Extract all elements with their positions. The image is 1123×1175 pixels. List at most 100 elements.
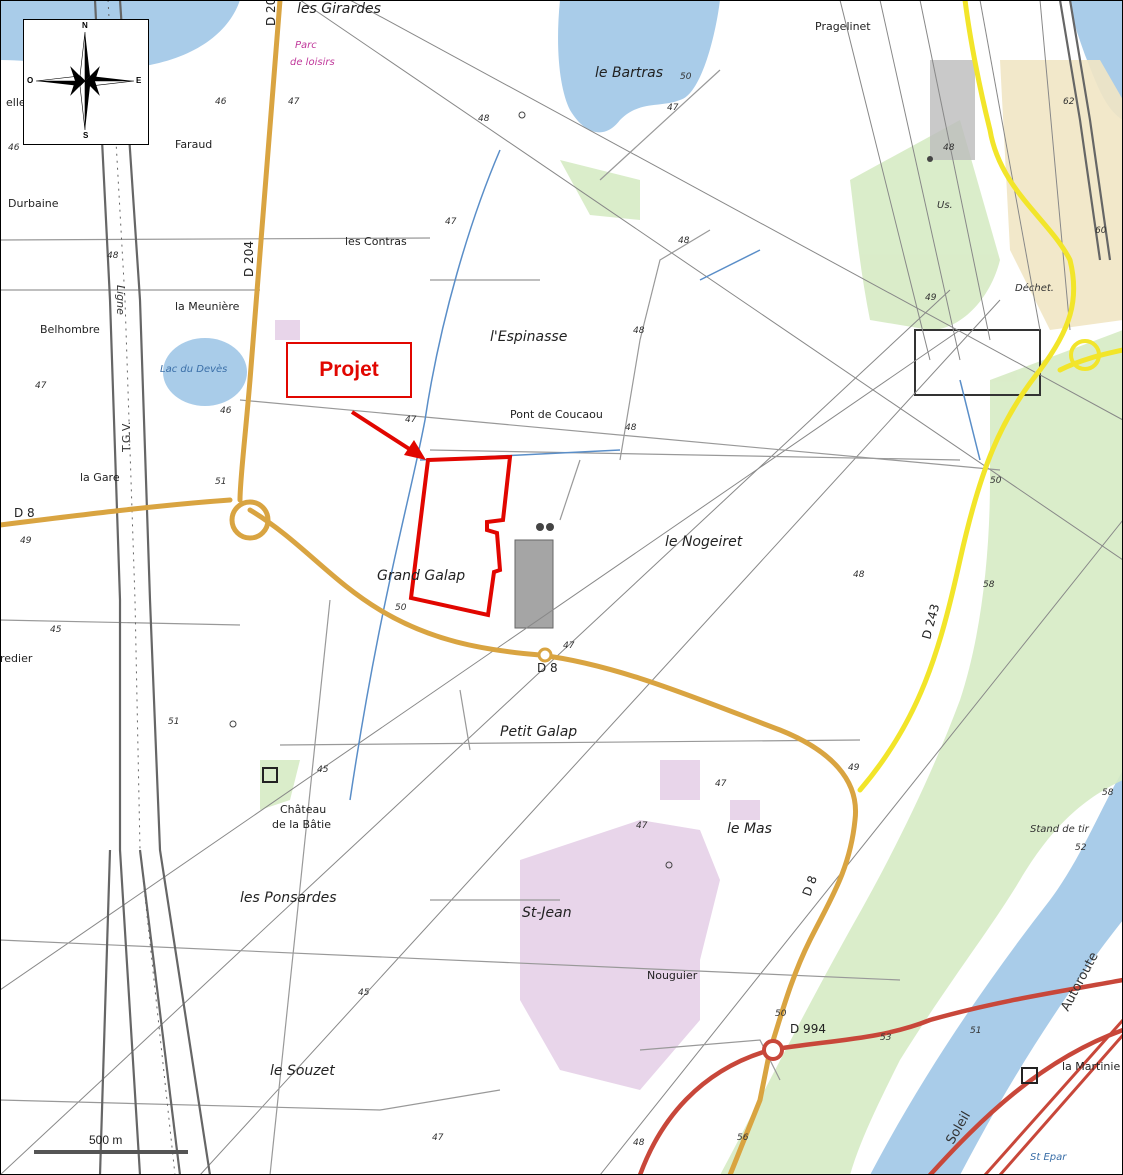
place-nouguier: Nouguier xyxy=(647,969,698,982)
place-pont-de-coucaou: Pont de Coucaou xyxy=(510,408,603,421)
elevation: 58 xyxy=(983,580,995,590)
place-le-bartras: le Bartras xyxy=(595,65,663,81)
elevation: 47 xyxy=(715,779,727,789)
elevation: 56 xyxy=(737,1133,749,1143)
place-redier: redier xyxy=(0,652,33,665)
project-arrow xyxy=(350,410,426,460)
elevation: 60 xyxy=(1095,226,1107,236)
place-durbaine: Durbaine xyxy=(8,197,59,210)
place-le-nogeiret: le Nogeiret xyxy=(665,534,743,550)
place-les-contras: les Contras xyxy=(345,235,407,248)
place-stand-de-tir: Stand de tir xyxy=(1030,824,1090,835)
warehouse-building xyxy=(514,539,554,629)
place-chateau: Château xyxy=(280,803,326,816)
place-de-loisirs: de loisirs xyxy=(290,57,335,68)
elevation: 45 xyxy=(358,988,370,998)
elevation: 52 xyxy=(1075,843,1087,853)
project-site-outline xyxy=(408,454,513,618)
elevation-labels: 46 47 48 50 47 48 62 60 47 48 49 48 47 4… xyxy=(8,72,1114,1148)
field-tracks xyxy=(0,69,1001,1175)
place-ligne: Ligne xyxy=(114,285,127,315)
elevation: 50 xyxy=(680,72,692,82)
elevation: 48 xyxy=(625,423,637,433)
place-us: Us. xyxy=(937,200,953,211)
elevation: 47 xyxy=(636,821,648,831)
elevation: 48 xyxy=(853,570,865,580)
place-st-epar: St Epar xyxy=(1030,1152,1067,1163)
place-la-meuniere: la Meunière xyxy=(175,300,240,313)
elevation: 47 xyxy=(432,1133,444,1143)
place-de-la-batie: de la Bâtie xyxy=(272,818,331,831)
roundabout-d8-d204 xyxy=(229,499,271,541)
road-labels: D 204 D 20 D 8 D 8 D 8 D 243 D 994 xyxy=(14,0,942,1036)
elevation: 46 xyxy=(220,406,232,416)
industrial-zone xyxy=(275,320,760,1090)
place-parc: Parc xyxy=(295,40,317,51)
roundabout-d994 xyxy=(762,1039,784,1061)
elevation: 50 xyxy=(775,1009,787,1019)
elevation: 50 xyxy=(395,603,407,613)
place-lac-du-deves: Lac du Devès xyxy=(160,363,227,375)
place-petit-galap: Petit Galap xyxy=(500,724,577,740)
road-label-d20: D 20 xyxy=(264,0,278,26)
elevation: 47 xyxy=(405,415,417,425)
road-label-d204: D 204 xyxy=(242,241,256,277)
projet-label: Projet xyxy=(319,358,379,381)
secondary-road-d8 xyxy=(0,0,859,1175)
elevation: 49 xyxy=(20,536,32,546)
primary-road-d243 xyxy=(857,0,1123,793)
place-st-jean: St-Jean xyxy=(522,905,572,921)
place-le-mas: le Mas xyxy=(727,821,772,837)
elevation: 47 xyxy=(288,97,300,107)
elevation: 47 xyxy=(35,381,47,391)
interchange-building xyxy=(914,329,1041,396)
road-label-d8-center: D 8 xyxy=(537,661,558,675)
place-dechet: Déchet. xyxy=(1015,282,1054,294)
elevation: 48 xyxy=(678,236,690,246)
compass-west-label: O xyxy=(27,76,34,85)
place-le-souzet: le Souzet xyxy=(270,1063,335,1079)
compass-rose: N S E O xyxy=(23,19,149,145)
vegetation xyxy=(260,120,1123,1175)
place-grand-galap: Grand Galap xyxy=(377,568,465,584)
motorway xyxy=(637,977,1123,1175)
place-belhombre: Belhombre xyxy=(40,323,100,336)
place-la-martinie: la Martinie xyxy=(1062,1060,1120,1073)
elevation: 62 xyxy=(1063,97,1075,107)
place-l-espinasse: l'Espinasse xyxy=(490,329,567,345)
compass-icon xyxy=(35,31,135,131)
elevation: 51 xyxy=(215,477,226,487)
elevation: 53 xyxy=(880,1033,892,1043)
elevation: 47 xyxy=(667,103,679,113)
elevation: 51 xyxy=(970,1026,981,1036)
place-la-gare: la Gare xyxy=(80,471,120,484)
compass-north-label: N xyxy=(82,21,88,30)
elevation: 45 xyxy=(317,765,329,775)
elevation: 45 xyxy=(50,625,62,635)
roundabout-d8 xyxy=(537,647,553,663)
road-label-d8-west: D 8 xyxy=(14,506,35,520)
elevation: 58 xyxy=(1102,788,1114,798)
compass-east-label: E xyxy=(136,76,142,85)
industrial-building xyxy=(930,60,975,160)
map-symbols xyxy=(229,111,1038,1084)
place-faraud: Faraud xyxy=(175,138,212,151)
place-les-girardes: les Girardes xyxy=(297,1,381,17)
projet-callout: Projet xyxy=(286,342,412,398)
road-label-d8-south: D 8 xyxy=(800,874,820,898)
elevation: 50 xyxy=(990,476,1002,486)
scale-label: 500 m xyxy=(89,1133,123,1147)
elevation: 47 xyxy=(563,641,575,651)
motorway-branch xyxy=(983,1019,1123,1175)
elevation: 46 xyxy=(215,97,227,107)
place-tgv: T.G.V. xyxy=(120,421,133,453)
elevation: 48 xyxy=(478,114,490,124)
place-elle: elle xyxy=(6,96,26,109)
quarry-area xyxy=(1000,60,1123,330)
elevation: 48 xyxy=(107,251,119,261)
place-les-ponsardes: les Ponsardes xyxy=(240,890,337,906)
elevation: 51 xyxy=(168,717,179,727)
elevation: 47 xyxy=(445,217,457,227)
